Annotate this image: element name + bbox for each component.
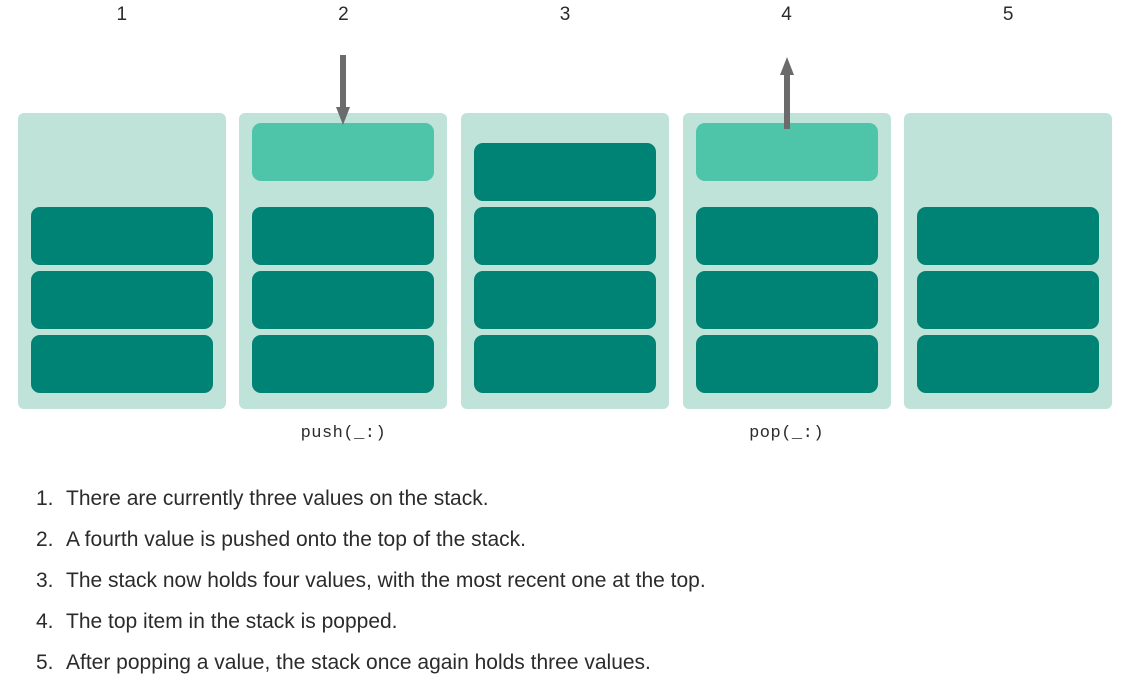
caption-column-1 <box>11 420 233 452</box>
stack-body-1 <box>30 123 213 393</box>
list-item: 4. The top item in the stack is popped. <box>36 601 1096 642</box>
stack-cell <box>252 271 435 329</box>
step-number-2: 2 <box>338 4 349 25</box>
stack-container-3 <box>460 113 669 409</box>
step-description-list: 1. There are currently three values on th… <box>36 478 1096 683</box>
list-item-number: 3. <box>36 569 54 592</box>
stack-container-5 <box>904 113 1113 409</box>
stack-body-2 <box>252 181 435 393</box>
stack-column-2 <box>233 55 455 409</box>
list-item-number: 1. <box>36 487 54 510</box>
list-item-number: 5. <box>36 651 54 674</box>
list-item-text: The stack now holds four values, with th… <box>66 569 706 592</box>
stack-cell <box>695 271 878 329</box>
stack-incoming-slot-2 <box>252 123 435 181</box>
stack-cell <box>695 335 878 393</box>
stack-column-1 <box>11 113 233 409</box>
stack-cell-incoming <box>252 123 435 181</box>
step-number-1: 1 <box>116 4 128 25</box>
stack-column-4 <box>676 57 898 409</box>
list-item-number: 4. <box>36 610 54 633</box>
stack-container-4 <box>682 113 891 409</box>
stack-cell <box>473 143 656 201</box>
arrow-down-icon <box>336 55 351 127</box>
caption-column-5 <box>897 420 1119 452</box>
stack-column-3 <box>454 113 676 409</box>
step-numbers-row: 1 2 3 4 5 <box>11 0 1119 34</box>
stack-cell <box>917 271 1100 329</box>
stack-cell <box>30 207 213 265</box>
list-item: 2. A fourth value is pushed onto the top … <box>36 519 1096 560</box>
caption-push: push(_:) <box>300 424 387 443</box>
step-number-5: 5 <box>1002 4 1014 25</box>
operation-captions-row: push(_:) pop(_:) <box>11 420 1119 452</box>
stack-body-4 <box>695 181 878 393</box>
stack-cell <box>695 207 878 265</box>
list-item-text: There are currently three values on the … <box>66 487 489 510</box>
stack-container-1 <box>17 113 226 409</box>
list-item-text: A fourth value is pushed onto the top of… <box>66 528 526 551</box>
caption-pop: pop(_:) <box>749 424 825 443</box>
stack-cell <box>473 271 656 329</box>
stack-body-5 <box>917 123 1100 393</box>
stack-container-2 <box>239 113 448 409</box>
arrow-up-icon <box>779 57 794 129</box>
list-item: 5. After popping a value, the stack once … <box>36 642 1096 683</box>
list-item: 1. There are currently three values on th… <box>36 478 1096 519</box>
stack-cell <box>473 335 656 393</box>
stack-cell <box>917 207 1100 265</box>
stack-cell <box>252 335 435 393</box>
stack-cell <box>252 207 435 265</box>
stack-cell <box>917 335 1100 393</box>
step-number-4: 4 <box>781 4 792 25</box>
list-item: 3. The stack now holds four values, with … <box>36 560 1096 601</box>
list-item-text: The top item in the stack is popped. <box>66 610 398 633</box>
step-number-3: 3 <box>559 4 571 25</box>
stack-cell <box>473 207 656 265</box>
stack-cell <box>30 271 213 329</box>
stack-outgoing-slot-4 <box>695 123 878 181</box>
caption-column-3 <box>454 420 676 452</box>
stack-column-5 <box>897 113 1119 409</box>
stack-cell-popped <box>695 123 878 181</box>
stack-body-3 <box>473 123 656 393</box>
list-item-text: After popping a value, the stack once ag… <box>66 651 651 674</box>
list-item-number: 2. <box>36 528 54 551</box>
stack-diagram-row <box>11 55 1119 409</box>
stack-cell <box>30 335 213 393</box>
